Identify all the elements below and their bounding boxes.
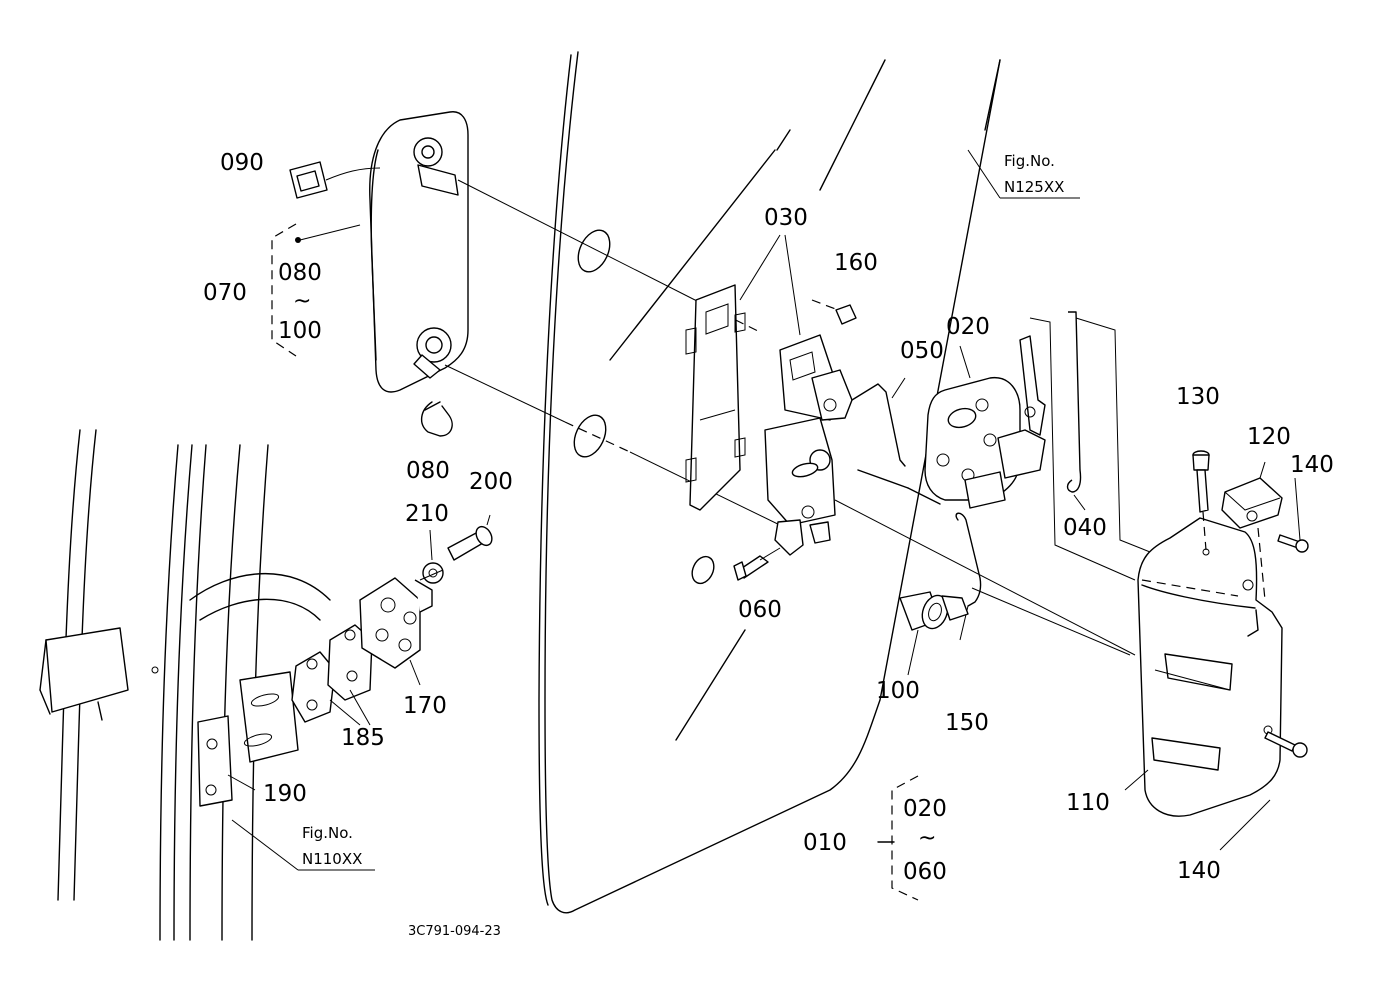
range-tilde-070: ~ — [293, 289, 311, 314]
cap-120 — [1221, 477, 1283, 529]
range-bracket-010 — [877, 775, 919, 901]
latch-bracket — [764, 334, 853, 556]
glass-hole-lower — [573, 414, 607, 458]
striker-assembly — [197, 577, 433, 807]
lock-020 — [924, 335, 1046, 509]
bolt-160 — [811, 299, 857, 325]
door-glass-outline — [538, 51, 1001, 914]
lock-plate-030 — [685, 284, 746, 511]
label-110: 110 — [1066, 790, 1110, 816]
label-070: 070 — [203, 280, 247, 306]
label-150: 150 — [945, 710, 989, 736]
label-020-range: 020 — [903, 796, 947, 822]
screw-140-top — [1277, 477, 1309, 553]
drawing-code: 3C791-094-23 — [408, 924, 501, 939]
label-050: 050 — [900, 338, 944, 364]
label-160: 160 — [834, 250, 878, 276]
label-060-range: 060 — [903, 859, 947, 885]
pad-090 — [289, 161, 381, 199]
glass-hole-small — [691, 555, 715, 585]
label-080: 080 — [406, 458, 450, 484]
rod-050 — [851, 383, 906, 467]
cover-110 — [1137, 517, 1283, 817]
label-100-range: 100 — [278, 318, 322, 344]
fig-ref-label-top: Fig.No. — [1004, 152, 1055, 170]
range-bracket-070 — [271, 223, 361, 357]
key-cylinder-100 — [899, 591, 969, 631]
label-090: 090 — [220, 150, 264, 176]
screw-140-bottom — [1219, 731, 1308, 851]
fig-ref-number-bottom: N110XX — [302, 850, 362, 868]
label-060: 060 — [738, 597, 782, 623]
label-020: 020 — [946, 314, 990, 340]
label-140-bottom: 140 — [1177, 858, 1221, 884]
range-tilde-010: ~ — [918, 826, 936, 851]
label-130: 130 — [1176, 384, 1220, 410]
label-185: 185 — [341, 725, 385, 751]
fig-ref-number-top: N125XX — [1004, 178, 1064, 196]
label-030: 030 — [764, 205, 808, 231]
washer-210 — [422, 529, 444, 584]
label-140-top: 140 — [1290, 452, 1334, 478]
label-100: 100 — [876, 678, 920, 704]
label-010: 010 — [803, 830, 847, 856]
rod-150 — [955, 512, 982, 607]
label-080-range: 080 — [278, 260, 322, 286]
label-210: 210 — [405, 501, 449, 527]
bolt-200 — [447, 514, 493, 561]
glass-hole-upper — [577, 229, 611, 273]
label-200: 200 — [469, 469, 513, 495]
clip-080 — [421, 401, 453, 437]
label-040: 040 — [1063, 515, 1107, 541]
screw-060 — [733, 547, 781, 581]
label-190: 190 — [263, 781, 307, 807]
label-120: 120 — [1247, 424, 1291, 450]
outside-handle-070 — [369, 111, 469, 393]
label-170: 170 — [403, 693, 447, 719]
fig-ref-label-bottom: Fig.No. — [302, 824, 353, 842]
rod-040 — [1066, 311, 1086, 511]
bolt-130 — [1192, 450, 1210, 551]
